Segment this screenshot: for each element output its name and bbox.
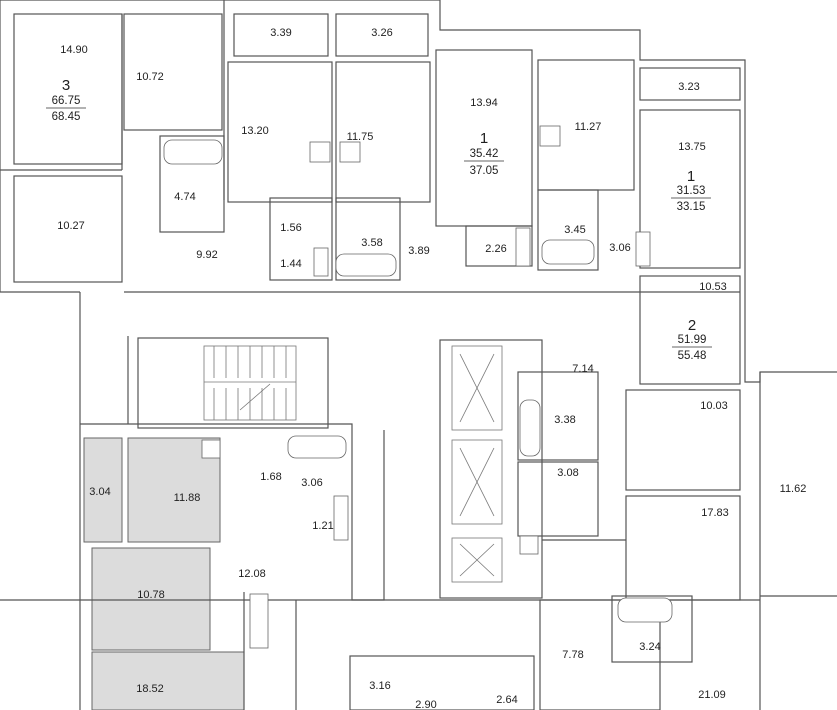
room-area: 11.88 [174, 492, 201, 504]
room-area: 1.44 [280, 258, 301, 270]
room-area: 10.53 [699, 281, 727, 293]
svg-text:31.53: 31.53 [677, 185, 706, 197]
room-area: 18.52 [136, 683, 164, 695]
room-area: 21.09 [698, 689, 726, 701]
room-area: 7.14 [572, 363, 593, 375]
room-area: 13.75 [678, 141, 706, 153]
room-area: 2.64 [496, 694, 517, 706]
room-area: 10.78 [137, 589, 165, 601]
room-area: 3.08 [557, 467, 578, 479]
room-area: 12.08 [238, 568, 266, 580]
room-area: 1.56 [280, 222, 301, 234]
room-area: 4.74 [174, 191, 195, 203]
svg-text:55.48: 55.48 [678, 350, 707, 362]
highlighted-apartment [83, 437, 245, 710]
radiators [249, 227, 651, 649]
room-area: 13.94 [470, 97, 498, 109]
room-area: 3.24 [639, 641, 660, 653]
room-area: 9.92 [196, 249, 217, 261]
bathtub-fixtures [163, 139, 673, 623]
room-area: 3.89 [408, 245, 429, 257]
room-area: 10.72 [136, 71, 164, 83]
room-area: 2.90 [415, 699, 436, 710]
room-area: 3.39 [270, 27, 291, 39]
room-area: 10.27 [57, 220, 85, 232]
room-area: 11.75 [347, 131, 374, 143]
svg-text:1: 1 [687, 168, 695, 185]
room-area: 2.26 [485, 243, 506, 255]
elevator-shafts [451, 345, 503, 583]
room-area: 11.62 [780, 483, 807, 495]
room-area: 14.90 [60, 44, 88, 56]
apartment-label: 1 35.42 37.05 [464, 130, 504, 177]
room-area: 3.06 [609, 242, 630, 254]
room-area: 7.78 [562, 649, 583, 661]
room-area: 13.20 [241, 125, 269, 137]
apartment-label: 3 66.75 68.45 [46, 77, 86, 123]
kitchen-stoves [201, 125, 561, 555]
svg-text:68.45: 68.45 [52, 111, 81, 123]
room-area: 3.06 [301, 477, 322, 489]
room-area: 10.03 [700, 400, 728, 412]
room-area: 17.83 [701, 507, 729, 519]
room-area: 3.58 [361, 237, 382, 249]
room-area-labels: 14.90 10.72 3.39 3.26 13.20 11.75 13.94 … [57, 27, 806, 710]
room-area: 1.21 [312, 520, 333, 532]
apartment-label: 1 31.53 33.15 [671, 168, 711, 213]
room-area: 11.27 [575, 121, 602, 133]
svg-text:1: 1 [480, 130, 488, 147]
room-area: 3.23 [678, 81, 699, 93]
room-area: 3.26 [371, 27, 392, 39]
stairwell [203, 345, 297, 421]
apartment-label: 2 51.99 55.48 [672, 317, 712, 362]
svg-text:51.99: 51.99 [678, 334, 707, 346]
svg-text:2: 2 [688, 317, 696, 334]
room-area: 3.16 [369, 680, 390, 692]
room-area: 3.04 [89, 486, 110, 498]
svg-text:66.75: 66.75 [52, 95, 81, 107]
svg-text:37.05: 37.05 [470, 165, 499, 177]
svg-text:33.15: 33.15 [677, 201, 706, 213]
room-area: 3.38 [554, 414, 575, 426]
svg-text:3: 3 [62, 77, 70, 94]
svg-text:35.42: 35.42 [470, 148, 499, 160]
room-area: 1.68 [260, 471, 281, 483]
room-area: 3.45 [564, 224, 585, 236]
